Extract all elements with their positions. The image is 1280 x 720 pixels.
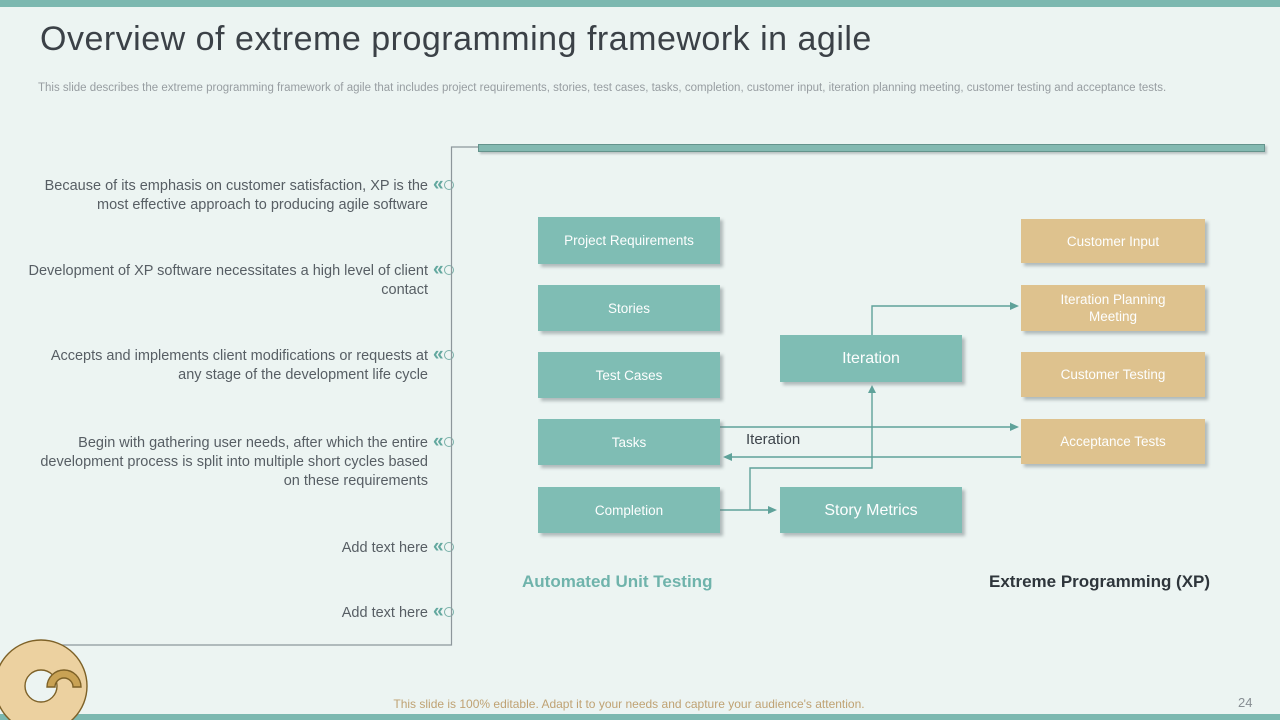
marker-circle-icon: [443, 607, 454, 617]
bullet-marker: «: [433, 344, 454, 365]
box-tasks: Tasks: [538, 419, 720, 465]
double-chevron-left-icon: «: [433, 431, 443, 452]
bullet-marker: «: [433, 259, 454, 280]
marker-circle-icon: [443, 180, 454, 190]
bullet-text: Accepts and implements client modificati…: [50, 348, 428, 383]
box-label: Iteration Planning Meeting: [1060, 292, 1166, 324]
add-text-placeholder[interactable]: Add text here: [341, 540, 428, 556]
box-iteration-planning-meeting: Iteration Planning Meeting: [1021, 285, 1205, 331]
marker-circle-icon: [443, 350, 454, 360]
bullet-marker: «: [433, 536, 454, 557]
box-customer-testing: Customer Testing: [1021, 352, 1205, 397]
top-accent-bar: [0, 0, 1280, 7]
box-label: Iteration: [842, 350, 900, 367]
box-label: Project Requirements: [564, 233, 694, 248]
box-label: Test Cases: [595, 367, 663, 383]
caption-automated-unit-testing: Automated Unit Testing: [522, 572, 713, 591]
footer-note: This slide is 100% editable. Adapt it to…: [393, 697, 865, 711]
marker-circle-icon: [443, 437, 454, 447]
double-chevron-left-icon: «: [433, 259, 443, 280]
box-stories: Stories: [538, 285, 720, 331]
box-label: Customer Testing: [1060, 367, 1166, 382]
box-label: Tasks: [611, 434, 647, 450]
bullet-marker: «: [433, 174, 454, 195]
iteration-flow-label: Iteration: [746, 431, 801, 448]
double-chevron-left-icon: «: [433, 344, 443, 365]
double-chevron-left-icon: «: [433, 536, 443, 557]
box-acceptance-tests: Acceptance Tests: [1021, 419, 1205, 464]
page-subtitle: This slide describes the extreme program…: [38, 82, 1167, 94]
bullet-text: Because of its emphasis on customer sati…: [44, 178, 428, 213]
caption-extreme-programming: Extreme Programming (XP): [989, 572, 1211, 591]
box-iteration: Iteration: [780, 335, 962, 382]
box-project-requirements: Project Requirements: [538, 217, 720, 264]
add-text-placeholder[interactable]: Add text here: [341, 605, 428, 621]
box-completion: Completion: [538, 487, 720, 533]
double-chevron-left-icon: «: [433, 601, 443, 622]
box-label: Acceptance Tests: [1060, 434, 1166, 449]
box-customer-input: Customer Input: [1021, 219, 1205, 263]
marker-circle-icon: [443, 265, 454, 275]
page-title: Overview of extreme programming framewor…: [40, 20, 872, 58]
box-label: Stories: [607, 300, 651, 316]
bottom-accent-bar: [0, 714, 1280, 720]
timeline-bar: [478, 144, 1265, 152]
bullet-marker: «: [433, 601, 454, 622]
bullet-text: Development of XP software necessitates …: [28, 263, 428, 298]
box-story-metrics: Story Metrics: [780, 487, 962, 533]
page-number: 24: [1238, 695, 1253, 710]
box-test-cases: Test Cases: [538, 352, 720, 398]
box-label: Completion: [594, 502, 664, 518]
box-label: Story Metrics: [824, 501, 918, 519]
marker-circle-icon: [443, 542, 454, 552]
box-label: Customer Input: [1066, 233, 1160, 249]
bullet-marker: «: [433, 431, 454, 452]
double-chevron-left-icon: «: [433, 174, 443, 195]
bullet-text: Begin with gathering user needs, after w…: [40, 435, 428, 489]
corner-ring-decoration: [0, 639, 88, 720]
